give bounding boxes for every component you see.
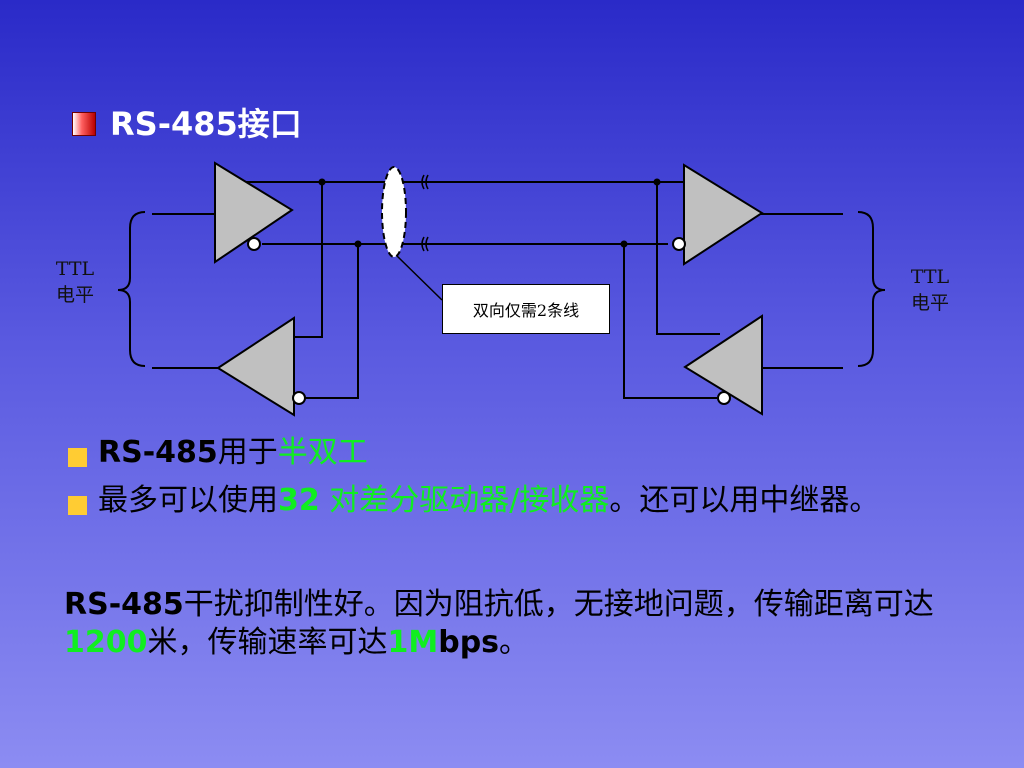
para-distance: 1200 xyxy=(64,625,148,660)
twisted-pair-ellipse xyxy=(381,166,407,258)
para-rate: 1M xyxy=(387,625,439,660)
bullet-drivers: 最多可以使用32 对差分驱动器/接收器。还可以用中继器。 xyxy=(68,482,978,520)
summary-paragraph: RS-485干扰抑制性好。因为阻抗低，无接地问题，传输距离可达 1200米，传输速… xyxy=(64,586,984,662)
junction-1 xyxy=(318,178,326,186)
ttl-right-line1: TTL xyxy=(910,266,950,288)
ttl-label-left: TTL 电平 xyxy=(40,256,110,308)
bullet-highlight: 对差分驱动器/接收器 xyxy=(319,483,610,518)
right-receiver-invert xyxy=(672,237,686,251)
para-p7: 。 xyxy=(499,625,530,660)
para-unit: bps xyxy=(438,625,500,660)
para-p2: 干扰抑制性好。因为阻抗低，无接地问题，传输距离可达 xyxy=(183,587,934,622)
junction-2 xyxy=(354,240,362,248)
bullet-part1: 最多可以使用 xyxy=(98,483,278,518)
ttl-left-line2: 电平 xyxy=(55,284,94,306)
junction-4 xyxy=(620,240,628,248)
bullet-number: 32 xyxy=(278,483,320,518)
right-receiver xyxy=(683,163,764,266)
right-rx-in-b xyxy=(623,244,717,399)
ttl-left-line1: TTL xyxy=(55,258,95,280)
left-brace xyxy=(117,211,146,367)
callout-text: 双向仅需2条线 xyxy=(472,301,580,320)
title-text: RS-485接口 xyxy=(110,105,302,143)
bullet-half-duplex: RS-485用于半双工 xyxy=(68,434,368,472)
right-rx-in-a xyxy=(656,182,720,335)
junction-3 xyxy=(653,178,661,186)
bullet-text: RS-485用于半双工 xyxy=(98,434,368,472)
bullet-highlight: 半双工 xyxy=(277,435,368,470)
right-driver xyxy=(683,314,763,416)
left-receiver xyxy=(216,316,295,417)
right-driver-invert xyxy=(717,391,731,405)
left-driver-invert xyxy=(247,237,261,251)
yellow-bullet-icon xyxy=(68,448,87,467)
break-mark-a xyxy=(421,174,429,190)
break-mark-b xyxy=(421,236,429,252)
bullet-prefix: RS-485 xyxy=(98,435,218,470)
bullet-part2: 。还可以用中继器。 xyxy=(609,483,880,518)
para-p1: RS-485 xyxy=(64,587,184,622)
left-receiver-invert xyxy=(292,391,306,405)
left-driver xyxy=(214,161,294,264)
bullet-text: 最多可以使用32 对差分驱动器/接收器。还可以用中继器。 xyxy=(98,482,879,520)
ttl-right-line2: 电平 xyxy=(910,292,949,314)
title-bullet-icon xyxy=(72,112,96,136)
right-brace xyxy=(857,211,886,367)
bullet-mid: 用于 xyxy=(217,435,278,470)
yellow-bullet-icon xyxy=(68,496,87,515)
callout-leader xyxy=(395,254,443,301)
slide-title: RS-485接口 xyxy=(72,104,302,144)
callout-box: 双向仅需2条线 xyxy=(442,284,610,334)
ttl-label-right: TTL 电平 xyxy=(895,264,965,316)
para-p4: 米，传输速率可达 xyxy=(147,625,388,660)
